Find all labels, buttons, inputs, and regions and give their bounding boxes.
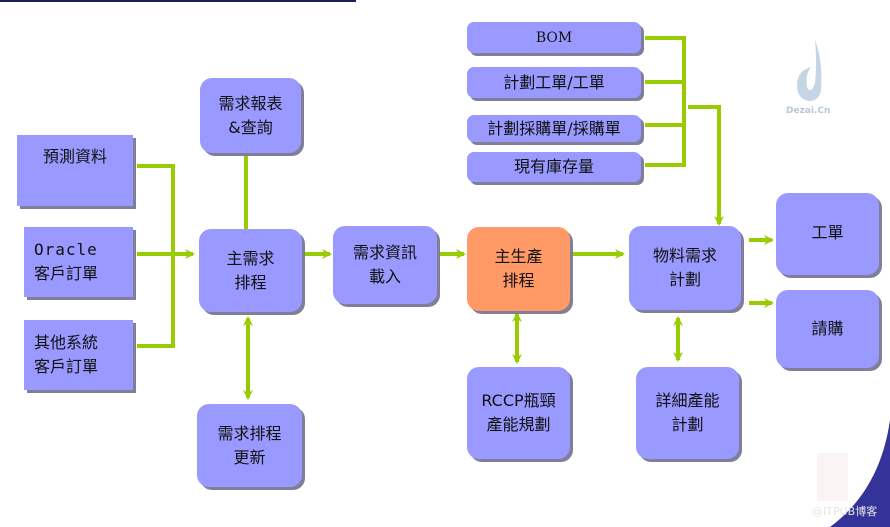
node-demand-report-label: 需求報表 &查詢 xyxy=(218,93,283,137)
node-forecast: 預測資料 xyxy=(17,135,133,206)
edge-bus-mrp xyxy=(688,105,724,226)
decorative-rect xyxy=(817,453,848,501)
node-demand-report: 需求報表 &查詢 xyxy=(200,78,301,153)
node-inventory: 現有庫存量 xyxy=(467,152,641,182)
node-oracle-label-1: Oracle xyxy=(34,240,98,259)
node-planned-po-label: 計劃採購單/採購單 xyxy=(487,118,621,138)
node-purchase-req-label: 請購 xyxy=(811,319,844,338)
node-crp-label: 詳細產能 計劃 xyxy=(655,391,720,434)
itpub-watermark-text: @ITPUB博客 xyxy=(812,505,878,518)
node-work-order: 工單 xyxy=(776,193,879,275)
node-mrp-label: 物料需求 計劃 xyxy=(652,246,717,289)
node-mds: 主需求 排程 xyxy=(199,229,302,312)
node-bom: BOM xyxy=(467,22,641,53)
node-mrp: 物料需求 計劃 xyxy=(629,226,741,310)
node-purchase-req: 請購 xyxy=(776,290,879,368)
node-mds-label: 主需求 排程 xyxy=(226,248,275,292)
node-bom-label: BOM xyxy=(535,29,573,46)
node-planned-wo-label: 計劃工單/工單 xyxy=(503,72,605,92)
node-planned-wo: 計劃工單/工單 xyxy=(467,67,641,98)
dezai-watermark-text: Dezai.Cn xyxy=(786,106,831,116)
header-rule xyxy=(0,0,356,2)
node-demand-load: 需求資訊 載入 xyxy=(333,226,437,304)
node-demand-update: 需求排程 更新 xyxy=(197,404,302,487)
node-work-order-label: 工單 xyxy=(811,223,844,242)
node-inventory-label: 現有庫存量 xyxy=(513,157,594,176)
node-demand-load-label: 需求資訊 載入 xyxy=(352,243,417,286)
node-forecast-label: 預測資料 xyxy=(42,147,107,166)
dezai-logo-icon xyxy=(797,40,822,101)
node-planned-po: 計劃採購單/採購單 xyxy=(467,115,641,142)
corner-swoosh xyxy=(830,420,890,527)
node-rccp: RCCP瓶頸 產能規劃 xyxy=(467,367,570,459)
node-crp: 詳細產能 計劃 xyxy=(636,367,739,459)
node-other-orders-label: 其他系統 客戶訂單 xyxy=(34,333,99,376)
node-other-orders: 其他系統 客戶訂單 xyxy=(24,320,133,390)
node-rccp-label: RCCP瓶頸 產能規劃 xyxy=(481,391,556,434)
node-demand-update-label: 需求排程 更新 xyxy=(217,423,282,467)
node-mps-label: 主生產 排程 xyxy=(494,247,543,290)
edge-inputs-bus xyxy=(645,36,686,167)
node-mps: 主生產 排程 xyxy=(467,227,570,311)
node-oracle-label-2: 客戶訂單 xyxy=(34,264,99,283)
node-oracle-orders: Oracle 客戶訂單 xyxy=(24,227,133,297)
